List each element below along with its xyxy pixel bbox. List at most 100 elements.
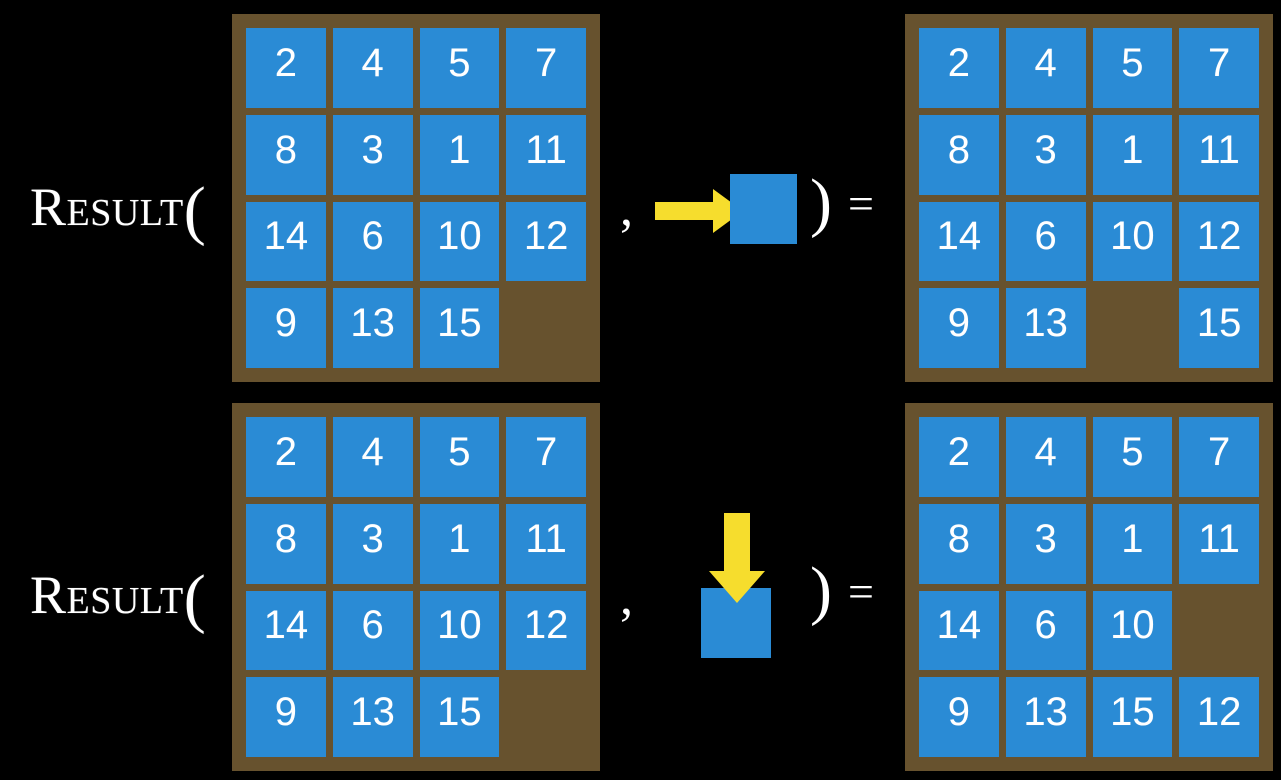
tile-r4c3-blank[interactable] — [1093, 288, 1173, 368]
tile-r2c2[interactable]: 3 — [1005, 503, 1086, 584]
tile-r2c3[interactable]: 1 — [1092, 503, 1173, 584]
tile-value: 1 — [448, 127, 471, 172]
tile-r3c4[interactable]: 12 — [1179, 201, 1259, 282]
tile-r4c3[interactable]: 15 — [419, 677, 500, 757]
tile-r3c4-blank[interactable] — [1179, 591, 1259, 671]
tile-r1c1[interactable]: 2 — [919, 28, 999, 108]
tile-r3c1[interactable]: 14 — [919, 201, 999, 282]
tile-r4c1[interactable]: 9 — [919, 288, 999, 368]
tile-r3c2[interactable]: 6 — [332, 201, 413, 282]
tile-r1c3[interactable]: 5 — [1092, 28, 1173, 108]
tile-value: 2 — [947, 429, 970, 474]
tile-value: 1 — [448, 516, 471, 561]
tile-r4c1[interactable]: 9 — [246, 677, 326, 757]
tile-r1c4[interactable]: 7 — [506, 417, 586, 497]
tile-value: 4 — [361, 40, 384, 85]
tile-r4c2[interactable]: 13 — [332, 288, 413, 368]
tile-r1c1[interactable]: 2 — [246, 28, 326, 108]
tile-r4c3[interactable]: 15 — [419, 288, 500, 368]
tile-r4c1[interactable]: 9 — [246, 288, 326, 368]
tile-r2c3[interactable]: 1 — [419, 503, 500, 584]
tile-r1c2[interactable]: 4 — [332, 28, 413, 108]
tile-r1c3[interactable]: 5 — [419, 28, 500, 108]
tile-r1c2[interactable]: 4 — [1005, 28, 1086, 108]
tile-r3c3[interactable]: 10 — [1092, 590, 1173, 671]
tile-r2c4[interactable]: 11 — [1179, 114, 1259, 195]
output-board-row-2: 2 4 5 7 8 3 1 11 14 6 10 9 13 15 12 — [905, 403, 1273, 771]
tile-value: 7 — [1208, 40, 1231, 85]
tile-r3c2[interactable]: 6 — [1005, 590, 1086, 671]
tile-r2c3[interactable]: 1 — [419, 114, 500, 195]
tile-r2c4[interactable]: 11 — [506, 114, 586, 195]
tile-r3c3[interactable]: 10 — [419, 201, 500, 282]
tile-value: 3 — [1034, 127, 1057, 172]
tile-r2c1[interactable]: 8 — [919, 114, 999, 195]
tile-r2c2[interactable]: 3 — [1005, 114, 1086, 195]
comma-row-1: , — [620, 180, 633, 237]
tile-r2c3[interactable]: 1 — [1092, 114, 1173, 195]
tile-r2c4[interactable]: 11 — [1179, 503, 1259, 584]
tile-value: 9 — [947, 690, 970, 735]
tile-value: 14 — [263, 603, 309, 648]
tile-r1c1[interactable]: 2 — [246, 417, 326, 497]
tile-value: 1 — [1121, 127, 1144, 172]
tile-value: 6 — [361, 214, 384, 259]
tile-value: 5 — [1121, 429, 1144, 474]
tile-r1c3[interactable]: 5 — [1092, 417, 1173, 497]
tile-value: 11 — [1198, 127, 1240, 172]
tile-value: 15 — [437, 690, 482, 735]
tile-value: 3 — [361, 516, 384, 561]
tile-r3c1[interactable]: 14 — [246, 201, 326, 282]
tile-r3c4[interactable]: 12 — [506, 201, 586, 282]
tile-r4c1[interactable]: 9 — [919, 677, 999, 757]
tile-r4c4[interactable]: 15 — [1179, 288, 1259, 368]
tile-r1c1[interactable]: 2 — [919, 417, 999, 497]
tile-value: 9 — [274, 690, 297, 735]
tile-r2c1[interactable]: 8 — [919, 503, 999, 584]
tile-r1c2[interactable]: 4 — [1005, 417, 1086, 497]
tile-value: 13 — [350, 690, 395, 735]
tile-r3c1[interactable]: 14 — [919, 590, 999, 671]
tile-r4c3[interactable]: 15 — [1092, 677, 1173, 757]
tile-value: 12 — [1196, 690, 1242, 735]
tile-r1c2[interactable]: 4 — [332, 417, 413, 497]
tile-r4c2[interactable]: 13 — [332, 677, 413, 757]
tile-r1c4[interactable]: 7 — [1179, 417, 1259, 497]
tile-value: 15 — [1110, 690, 1155, 735]
tile-r4c4-blank[interactable] — [506, 288, 586, 368]
tile-r1c4[interactable]: 7 — [506, 28, 586, 108]
tile-value: 5 — [448, 429, 471, 474]
tile-r4c4[interactable]: 12 — [1179, 677, 1259, 757]
tile-value: 12 — [1196, 214, 1242, 259]
tile-value: 14 — [263, 214, 309, 259]
tile-r3c2[interactable]: 6 — [1005, 201, 1086, 282]
tile-r2c1[interactable]: 8 — [246, 114, 326, 195]
tile-value: 2 — [274, 40, 297, 85]
tile-r4c2[interactable]: 13 — [1005, 288, 1086, 368]
tile-r3c3[interactable]: 10 — [1092, 201, 1173, 282]
tile-r3c1[interactable]: 14 — [246, 590, 326, 671]
tile-r3c3[interactable]: 10 — [419, 590, 500, 671]
tile-r2c4[interactable]: 11 — [506, 503, 586, 584]
tile-r2c2[interactable]: 3 — [332, 503, 413, 584]
tile-r2c2[interactable]: 3 — [332, 114, 413, 195]
tile-value: 4 — [361, 429, 384, 474]
tile-r1c3[interactable]: 5 — [419, 417, 500, 497]
tile-r3c2[interactable]: 6 — [332, 590, 413, 671]
input-board-row-2: 2 4 5 7 8 3 1 11 14 6 10 12 9 13 15 — [232, 403, 600, 771]
tile-r3c4[interactable]: 12 — [506, 590, 586, 671]
blank-tile-row-1[interactable] — [730, 174, 797, 244]
arrow-down-icon — [709, 513, 765, 603]
tile-r1c4[interactable]: 7 — [1179, 28, 1259, 108]
equals-row-2: = — [848, 566, 874, 617]
result-word-row-2: Result — [30, 565, 184, 625]
result-word-row-1: Result — [30, 177, 184, 237]
tile-value: 14 — [936, 214, 982, 259]
tile-value: 10 — [1110, 214, 1155, 259]
tile-value: 9 — [274, 301, 297, 346]
tile-r4c4-blank[interactable] — [506, 677, 586, 757]
tile-r4c2[interactable]: 13 — [1005, 677, 1086, 757]
paren-close-row-2: ) — [810, 554, 832, 627]
tile-r2c1[interactable]: 8 — [246, 503, 326, 584]
